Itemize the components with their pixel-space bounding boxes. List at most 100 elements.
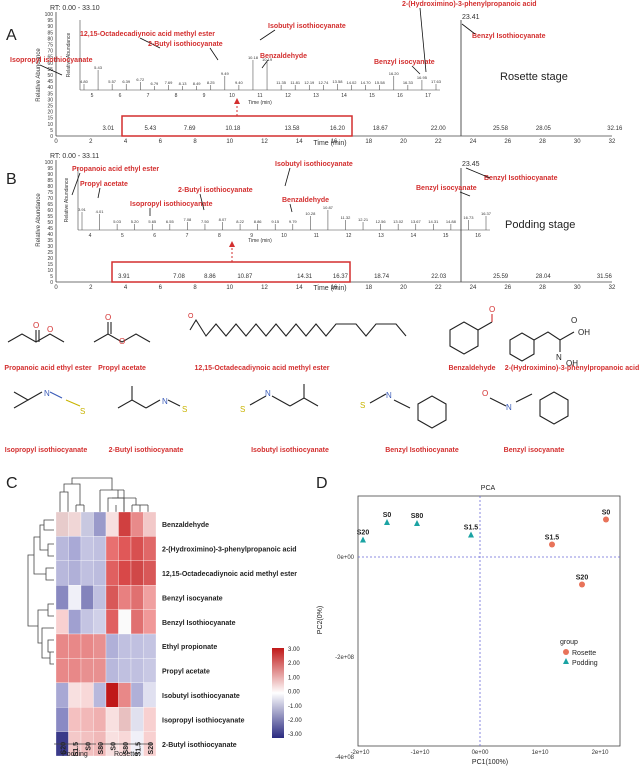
heatmap-cell [93,682,107,708]
colorbar-label: 2.00 [288,661,300,667]
xtick-label: 28 [539,285,546,291]
inset-peak-label: 8.22 [236,219,245,224]
compound-arrow [97,187,101,199]
xtick-label: 20 [400,285,407,291]
inset-peak-label: 6.55 [166,219,175,224]
xtick-label: 18 [365,285,372,291]
compound-arrow [461,23,476,35]
pca-point-podding [414,520,420,526]
inset-peak-label: 10.19 [262,57,273,62]
heatmap-cell [118,511,132,537]
inset-xtick-label: 10 [281,233,287,239]
svg-text:OH: OH [566,359,578,368]
structure-name: Benzyl isocyanate [504,447,565,454]
xtick-label: 14 [296,139,303,145]
xtick-label: 32 [609,285,616,291]
xtick-label: 6 [159,285,163,291]
compound-arrow [199,193,205,211]
inset-xtick-label: 8 [218,233,221,239]
compound-arrow [289,203,293,213]
ytick-label: 70 [47,49,53,55]
inset-peak-label: 16.95 [417,75,428,80]
heatmap-cell [130,511,144,537]
peak-label: 3.91 [118,274,130,280]
pca-ytick-label: -4e+08 [335,755,355,761]
stage-label-b: Podding stage [505,219,575,231]
heatmap-cell [93,633,107,659]
ytick-label: 100 [45,12,54,18]
ytick-label: 50 [47,73,53,79]
ytick-label: 45 [47,226,53,232]
heatmap-row-label: Isopropyl isothiocyanate [162,717,245,724]
xtick-label: 16 [331,139,338,145]
compound-label: 2-(Hydroximino)-3-phenylpropanoic acid [402,1,537,8]
panel-label-d: D [316,475,328,492]
compound-arrow [419,7,427,73]
inset-peak-label: 11.32 [341,215,351,220]
heatmap-cell [93,536,107,561]
xtick-label: 26 [504,285,511,291]
ytick-label: 30 [47,244,53,250]
peak-label: 3.01 [102,126,114,132]
pca-point-label: S1.5 [545,535,560,542]
ytick-label: 20 [47,256,53,262]
heatmap-cell [80,633,94,659]
svg-text:O: O [105,313,111,322]
inset-peak-label: 5.57 [108,79,117,84]
pca-point-podding [468,531,474,538]
pca-xtick-label: 2e+10 [592,750,610,756]
heatmap-col-label: S1.5 [73,742,80,757]
heatmap-cell [80,658,94,683]
ytick-label: 5 [50,274,53,280]
peak-label: 28.05 [536,126,552,132]
heatmap-col-label: S80 [123,742,130,755]
inset-peak-label: 4.01 [96,209,105,214]
pca-ytick-label: 0e+00 [337,555,355,561]
svg-text:N: N [506,403,512,412]
ylabel-b: Relative Abundance [36,193,42,247]
stage-label-a: Rosette stage [500,71,568,83]
inset-peak-label: 6.72 [136,77,145,82]
structure-name: Benzyl Isothiocyanate [385,447,459,454]
inset-peak-label: 16.73 [463,215,474,220]
heatmap-cell [143,511,157,537]
structure-name: 2-Butyl isothiocyanate [109,447,184,454]
compound-label: Benzaldehyde [282,197,329,204]
zoom-box-b [111,261,351,283]
heatmap-row-label: Isobutyl isothiocyanate [162,693,240,700]
ytick-label: 65 [47,55,53,61]
ytick-label: 95 [47,18,53,24]
ytick-label: 5 [50,128,53,134]
ytick-label: 70 [47,196,53,202]
inset-xtick-label: 10 [229,93,235,99]
xtick-label: 30 [574,285,581,291]
legend-label-rosette: Rosette [572,650,596,657]
peak-label: 18.74 [374,274,390,280]
heatmap-cell [105,633,119,659]
heatmap: Benzaldehyde2-(Hydroximino)-3-phenylprop… [27,477,302,758]
heatmap-col-label: S20 [60,742,67,755]
compound-label: Benzyl Isothiocyanate [484,175,558,182]
inset-peak-label: 14.02 [347,80,358,85]
structures-row2 [13,384,569,429]
heatmap-row-label: Propyl acetate [162,669,210,676]
heatmap-cell [93,609,107,635]
pca-xtick-label: -2e+10 [351,750,371,756]
svg-text:N: N [265,389,271,398]
heatmap-cell [130,682,144,708]
pca-point-label: S1.5 [464,525,479,532]
pca-point-rosette [549,541,555,548]
structure-atoms-row2: N S N S S N S N O N [44,389,512,416]
structures-row1 [7,314,575,362]
xtick-label: 6 [159,139,163,145]
colorbar-label: -3.00 [288,732,302,738]
inset-xtick-label: 11 [314,233,319,239]
inset-peak-label: 14.31 [428,219,439,224]
compound-label: 12,15-Octadecadiynoic acid methyl ester [80,31,215,38]
compound-arrow [284,167,291,187]
peak-label: 22.03 [431,274,447,280]
xtick-label: 12 [261,285,268,291]
heatmap-cell [143,658,157,683]
chromatogram-b: 1009590858075706560555045403530252015105… [36,160,616,292]
